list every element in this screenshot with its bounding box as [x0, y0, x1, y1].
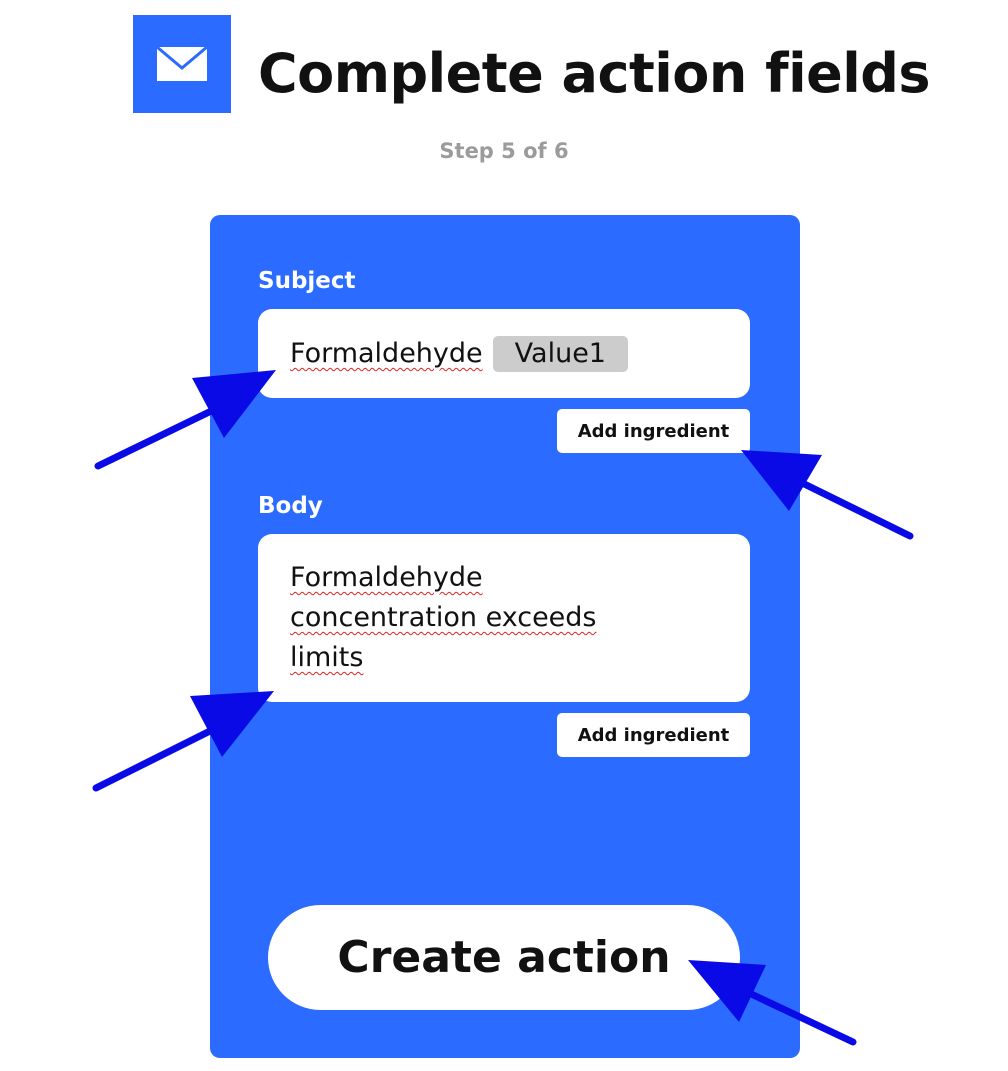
action-fields-panel: Subject Formaldehyde Value1 Add ingredie… — [210, 215, 800, 1058]
annotation-arrow-body-field — [92, 691, 274, 792]
step-indicator: Step 5 of 6 — [439, 139, 569, 163]
create-action-button[interactable]: Create action — [268, 905, 740, 1010]
subject-label: Subject — [258, 268, 356, 294]
mail-icon — [133, 15, 231, 113]
annotation-arrow-subject-field — [94, 370, 276, 470]
subject-text: Formaldehyde — [290, 338, 483, 369]
body-add-ingredient-button[interactable]: Add ingredient — [557, 713, 750, 757]
subject-ingredient-chip[interactable]: Value1 — [492, 335, 628, 372]
body-text: Formaldehyde concentration exceeds limit… — [290, 562, 597, 673]
body-label: Body — [258, 493, 323, 519]
body-field[interactable]: Formaldehyde concentration exceeds limit… — [258, 534, 750, 702]
subject-field[interactable]: Formaldehyde Value1 — [258, 309, 750, 398]
annotation-arrow-add-ingredient — [741, 450, 914, 540]
annotation-arrow-create-action — [688, 960, 857, 1046]
subject-add-ingredient-button[interactable]: Add ingredient — [557, 409, 750, 453]
page-title: Complete action fields — [258, 42, 931, 105]
